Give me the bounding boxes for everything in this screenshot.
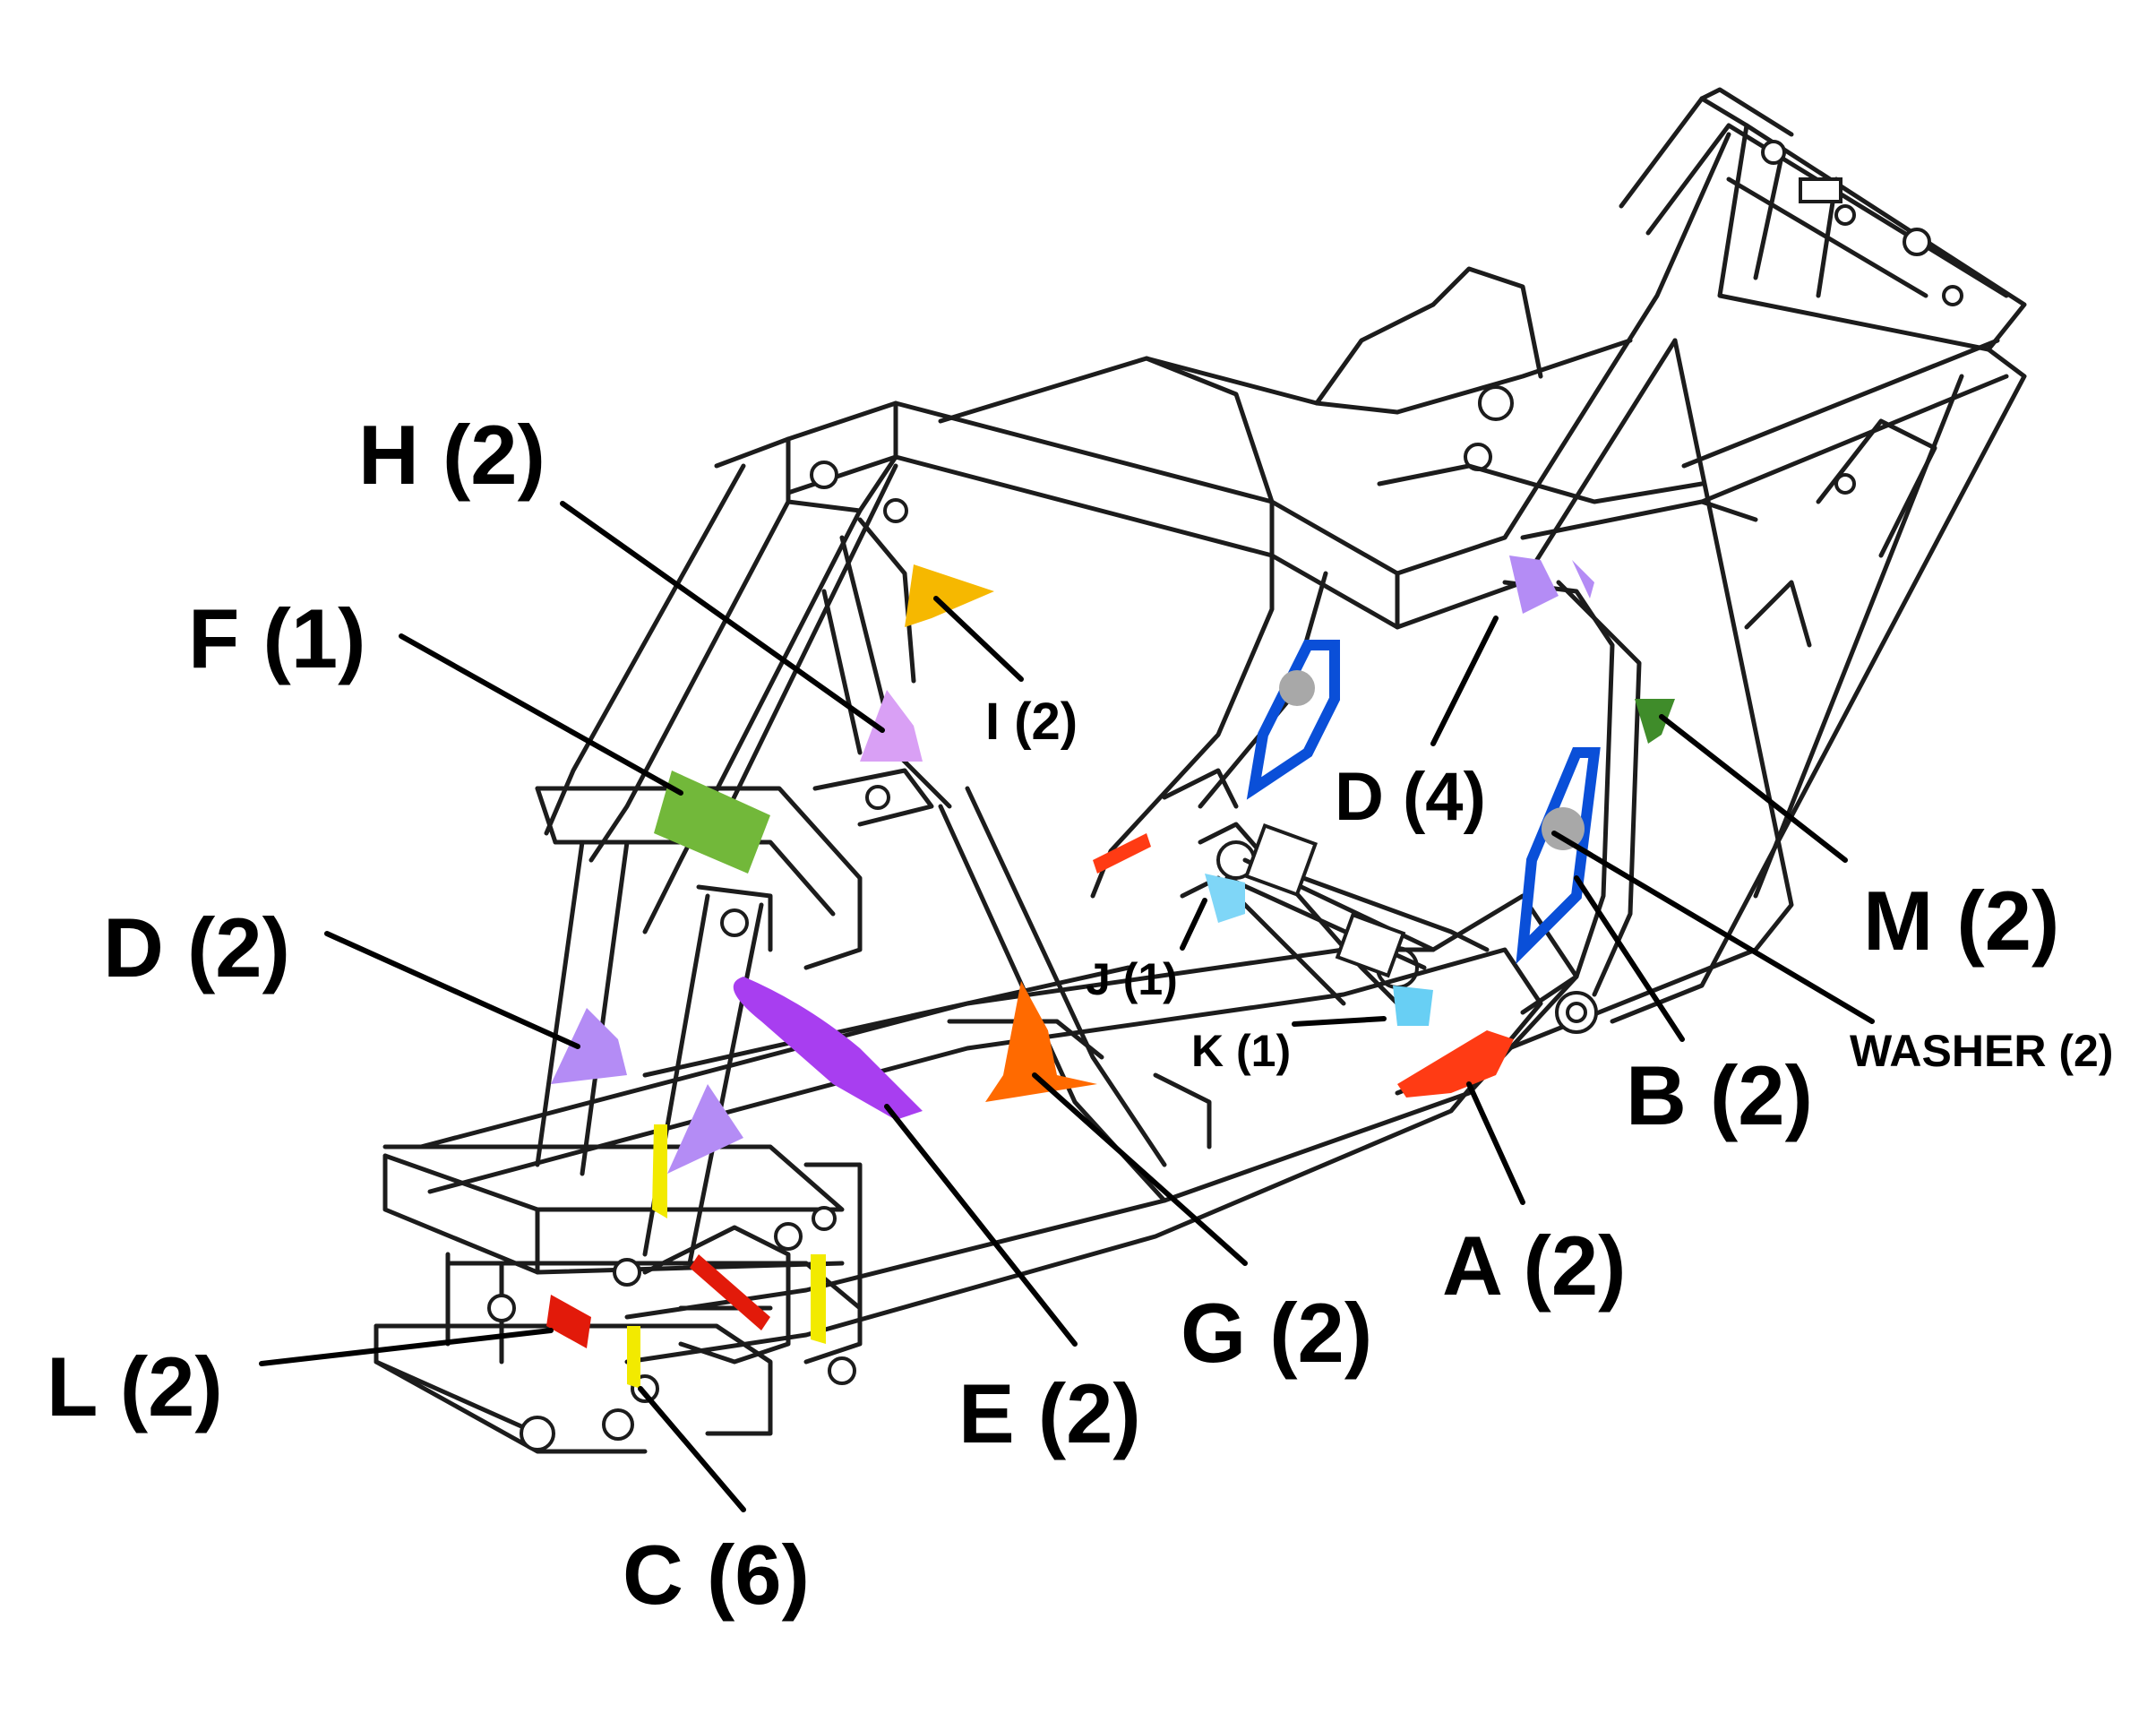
marker-red-strip [1093, 833, 1151, 874]
washer-right [1542, 807, 1585, 850]
marker-l-right [690, 1254, 770, 1330]
label-c: C (6) [623, 1528, 810, 1622]
marker-b-right [1516, 747, 1601, 965]
label-e: E (2) [958, 1366, 1141, 1460]
marker-d-right-2 [1572, 560, 1594, 598]
marker-h [860, 690, 923, 762]
marker-l-left [546, 1295, 591, 1348]
marker-e [733, 977, 923, 1120]
label-l: L (2) [47, 1339, 223, 1434]
marker-a [1397, 1030, 1514, 1098]
marker-i [905, 564, 994, 627]
marker-g [985, 981, 1097, 1102]
marker-d-right-1 [1509, 555, 1559, 614]
label-d2: D (2) [103, 900, 290, 994]
label-f: F (1) [188, 591, 365, 685]
label-washer: WASHER (2) [1850, 1026, 2113, 1076]
label-b: B (2) [1626, 1048, 1813, 1142]
label-i: I (2) [985, 693, 1078, 751]
part-labels: H (2) F (1) I (2) D (4) D (2) M (2) J (1… [47, 408, 2113, 1622]
washer-left [1279, 670, 1315, 706]
label-m: M (2) [1863, 874, 2059, 968]
atv-frame-drawing [374, 87, 2027, 1454]
label-j: J (1) [1086, 954, 1178, 1004]
marker-k [1393, 986, 1433, 1026]
marker-c-3 [627, 1326, 640, 1389]
marker-j [1205, 874, 1245, 923]
label-a: A (2) [1442, 1218, 1626, 1313]
marker-c-2 [811, 1254, 826, 1344]
marker-b-left [1246, 640, 1340, 800]
marker-d-left [551, 1008, 627, 1084]
label-g: G (2) [1181, 1286, 1372, 1380]
leader-lines [259, 501, 1875, 1512]
part-markers [546, 555, 1675, 1389]
label-d4: D (4) [1335, 759, 1486, 835]
label-h: H (2) [358, 408, 545, 502]
marker-d-center [667, 1084, 743, 1174]
marker-m [1635, 699, 1675, 744]
marker-f [654, 771, 770, 874]
label-k: K (1) [1191, 1026, 1291, 1076]
marker-c-1 [652, 1124, 667, 1218]
